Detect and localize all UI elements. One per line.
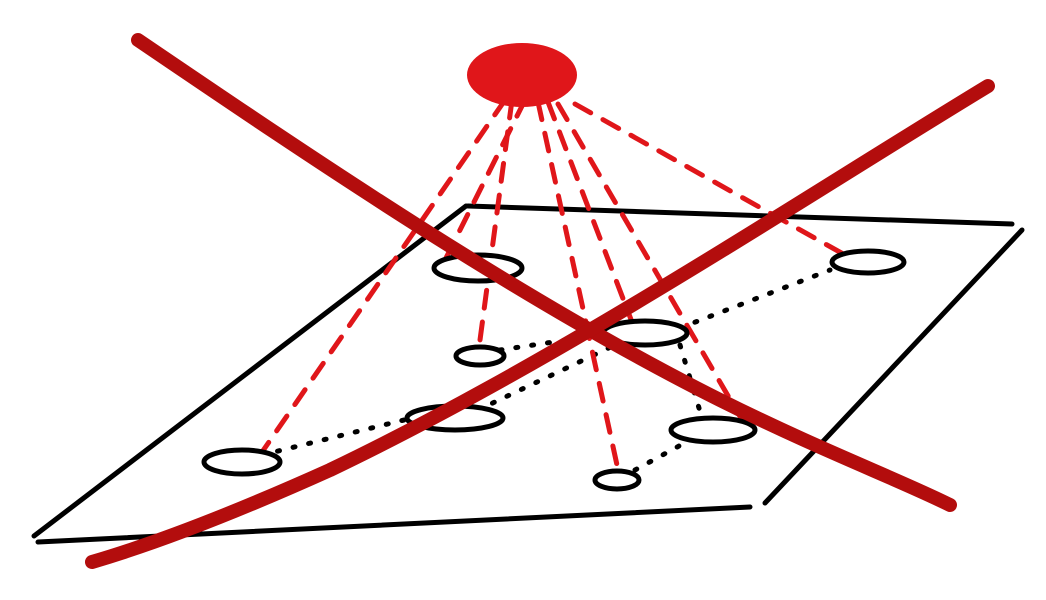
node-6 bbox=[201, 447, 283, 477]
cross-stroke-2 bbox=[85, 79, 995, 569]
plane-left-edge bbox=[31, 203, 469, 539]
ray-4 bbox=[535, 99, 620, 468]
plane-front-edge bbox=[35, 504, 753, 545]
ray-7 bbox=[572, 101, 848, 258]
node-7 bbox=[668, 415, 758, 445]
plane-right-edge bbox=[762, 227, 1025, 506]
node-8 bbox=[592, 468, 642, 492]
connection-4 bbox=[677, 267, 833, 331]
ray-5 bbox=[545, 99, 638, 333]
ray-1 bbox=[257, 97, 508, 458]
node-3 bbox=[453, 344, 507, 368]
nodes bbox=[201, 248, 907, 492]
cross-stroke-1 bbox=[131, 33, 957, 512]
node-2 bbox=[829, 248, 907, 276]
light-rays bbox=[257, 97, 848, 468]
plane-back-edge bbox=[465, 203, 1015, 227]
connection-1 bbox=[259, 415, 415, 458]
connection-6 bbox=[632, 437, 693, 473]
light-source bbox=[467, 43, 577, 107]
cross-out-x bbox=[85, 33, 995, 569]
connection-5 bbox=[677, 342, 705, 421]
ray-6 bbox=[555, 101, 748, 428]
